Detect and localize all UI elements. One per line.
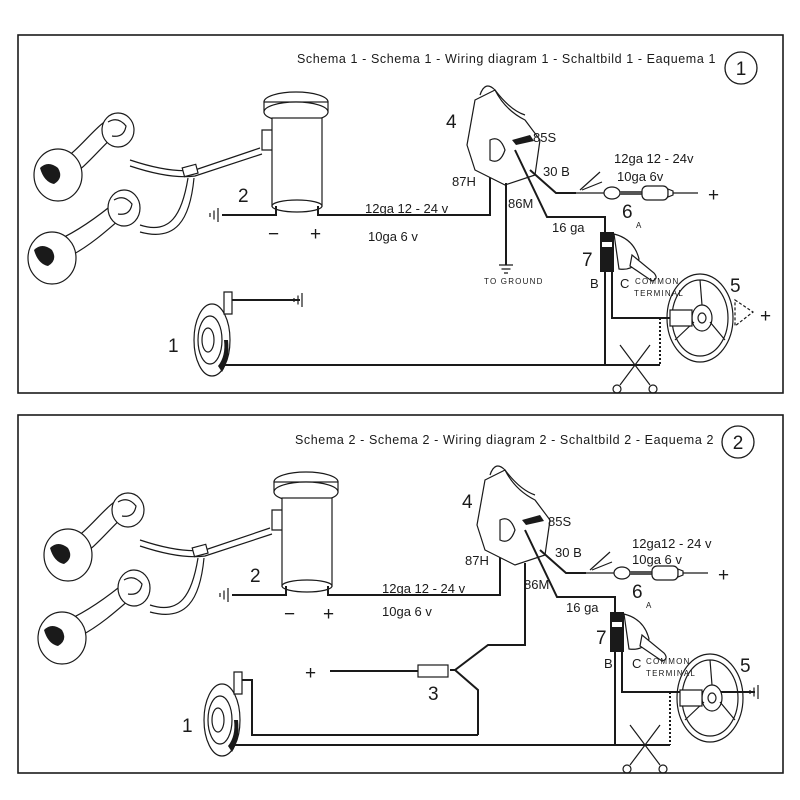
label-supply-plus: +	[718, 565, 729, 586]
compressor-ground-wire	[222, 206, 277, 216]
air-compressor	[261, 91, 329, 213]
label-relay: 4	[462, 492, 473, 513]
air-compressor	[271, 471, 339, 593]
label-supply-gauge: 12ga12 - 24 v	[632, 536, 712, 551]
label-pin-86m: 86M	[508, 196, 533, 211]
label-pin-30b: 30 B	[543, 164, 570, 179]
label-fuse-a: A	[646, 601, 653, 610]
switch-c-wire	[611, 272, 672, 319]
label-plus: +	[323, 604, 334, 625]
label-signal-gauge: 16 ga	[552, 220, 585, 235]
supply-wire	[539, 549, 586, 574]
label-supply-gauge: 12ga 12 - 24v	[614, 151, 694, 166]
label-wheel-plus: +	[760, 306, 771, 327]
label-common: COMMON	[646, 657, 691, 666]
ground-icon	[209, 207, 219, 223]
label-main-wire-gauge-6v: 10ga 6 v	[382, 604, 432, 619]
label-fuse-holder: 6	[622, 202, 633, 223]
label-minus: −	[284, 604, 295, 625]
compressor-power-wire	[327, 540, 501, 596]
label-common: COMMON	[635, 277, 680, 286]
panel-number-badge	[724, 51, 758, 85]
air-horn-trumpets	[37, 492, 273, 665]
panel-schema-1: Schema 1 - Schema 1 - Wiring diagram 1 -…	[17, 34, 784, 394]
label-switch: 7	[582, 250, 593, 271]
label-horn: 1	[182, 716, 193, 737]
label-signal-gauge: 16 ga	[566, 600, 599, 615]
signal-wire	[524, 529, 616, 613]
compressor-power-wire	[317, 160, 491, 216]
label-terminal: TERMINAL	[634, 289, 684, 298]
label-compressor: 2	[250, 566, 261, 587]
label-supply-gauge-6v: 10ga 6 v	[632, 552, 682, 567]
supply-wire	[529, 169, 576, 194]
label-horn: 1	[168, 336, 179, 357]
label-relay: 4	[446, 112, 457, 133]
horn	[193, 291, 233, 377]
label-minus: −	[268, 224, 279, 245]
label-pin-30b: 30 B	[555, 545, 582, 560]
label-main-wire-gauge: 12ga 12 - 24 v	[382, 581, 466, 596]
panel-title: Schema 2 - Schema 2 - Wiring diagram 2 -…	[295, 433, 714, 447]
panel-schema-2: Schema 2 - Schema 2 - Wiring diagram 2 -…	[17, 414, 784, 774]
scissors-icon	[622, 724, 668, 774]
label-terminal-b: B	[590, 276, 599, 291]
steering-wheel	[666, 273, 734, 363]
label-terminal: TERMINAL	[646, 669, 696, 678]
fuse-to-horn-wire	[454, 669, 479, 735]
scissors-icon	[612, 344, 658, 394]
label-switch: 7	[596, 628, 607, 649]
horn-feed-wire	[242, 679, 478, 736]
label-terminal-c: C	[632, 656, 641, 671]
panel-title: Schema 1 - Schema 1 - Wiring diagram 1 -…	[297, 52, 716, 66]
label-inline-fuse: 3	[428, 684, 439, 705]
panel-number-badge	[721, 425, 755, 459]
horn-relay	[466, 85, 541, 186]
panel-border	[17, 414, 784, 774]
label-pin-87h: 87H	[452, 174, 476, 189]
label-compressor: 2	[238, 186, 249, 207]
steering-wheel	[676, 653, 744, 743]
label-terminal-b: B	[604, 656, 613, 671]
panel-number: 2	[733, 433, 744, 454]
horn-switch	[599, 231, 657, 282]
horn-relay	[476, 465, 551, 566]
label-pin-85s: 85S	[533, 130, 556, 145]
air-horn-trumpets	[27, 112, 263, 285]
label-wheel: 5	[740, 656, 751, 677]
panel-number: 1	[736, 59, 747, 80]
label-fuse-plus: +	[305, 663, 316, 684]
label-pin-87h: 87H	[465, 553, 489, 568]
relay-to-fuse-wire	[450, 563, 526, 671]
horn	[203, 671, 243, 757]
ground-icon	[498, 264, 514, 274]
panel-border	[17, 34, 784, 394]
label-pin-85s: 85S	[548, 514, 571, 529]
label-supply-plus: +	[708, 185, 719, 206]
compressor-ground-wire	[232, 586, 287, 596]
label-to-ground: TO GROUND	[484, 277, 544, 286]
label-fuse-a: A	[636, 221, 643, 230]
horn-switch	[609, 611, 667, 662]
label-supply-gauge-6v: 10ga 6v	[617, 169, 664, 184]
horn-button-outline	[734, 298, 755, 328]
label-main-wire-gauge: 12ga 12 - 24 v	[365, 201, 449, 216]
label-wheel: 5	[730, 276, 741, 297]
label-pin-86m: 86M	[524, 577, 549, 592]
label-plus: +	[310, 224, 321, 245]
label-fuse-holder: 6	[632, 582, 643, 603]
signal-wire	[514, 149, 606, 233]
ground-icon	[219, 587, 229, 603]
label-terminal-c: C	[620, 276, 629, 291]
label-main-wire-gauge-6v: 10ga 6 v	[368, 229, 418, 244]
inline-fuse	[417, 664, 449, 678]
